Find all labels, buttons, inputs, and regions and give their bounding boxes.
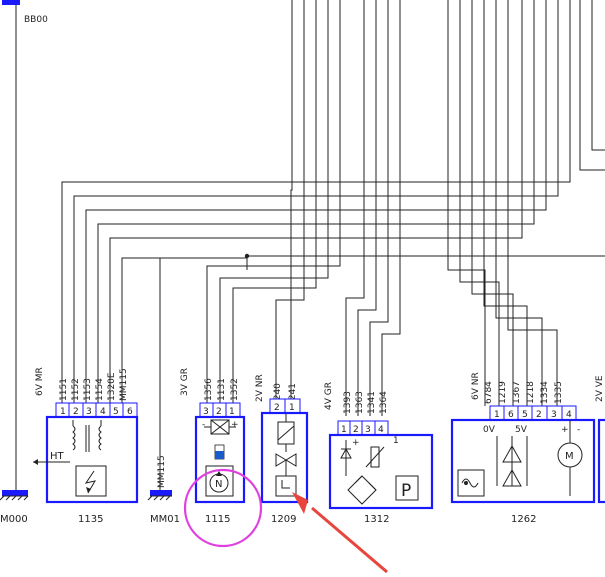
pin-1115-plus: + <box>231 420 239 430</box>
ground-mm01-label: MM01 <box>150 514 180 525</box>
pin-1209-2: 2 <box>274 403 280 413</box>
sensor-n-symbol: N <box>215 479 222 490</box>
pin-1135-4: 4 <box>100 407 106 417</box>
component-1312-box <box>328 433 434 510</box>
wire-1335-label: 1335 <box>554 381 564 404</box>
pin-1262-5: 5 <box>522 410 528 420</box>
connector-1209-label: 2V NR <box>255 374 265 402</box>
component-1115-box <box>194 415 246 504</box>
component-1135-box <box>45 415 139 504</box>
pin-1135-2: 2 <box>73 407 79 417</box>
wire-harness <box>61 0 605 490</box>
pin-1262-2: 2 <box>536 410 542 420</box>
connector-1135-label: 6V MR <box>35 367 45 396</box>
wire-6784-label: 6784 <box>484 381 494 404</box>
pin-1135-5: 5 <box>113 407 119 417</box>
wire-1352-label: 1352 <box>230 378 240 401</box>
pin-1115-1: 1 <box>229 407 235 417</box>
pin-1262-4: 4 <box>566 410 572 420</box>
pin-1262-3: 3 <box>551 410 557 420</box>
connector-2v-ve-label: 2V VE <box>595 375 605 402</box>
wire-1367-label: 1367 <box>512 381 522 404</box>
wire-1153-label: 1153 <box>83 378 93 401</box>
wire-1356-label: 1356 <box>204 378 214 401</box>
pin-1312-plus: + <box>352 438 360 448</box>
wire-1320e-label: 1320E <box>107 372 117 401</box>
pin-1312-2: 2 <box>353 425 359 435</box>
inner-label-minus: - <box>577 425 580 435</box>
ground-m000-label: M000 <box>0 514 28 525</box>
pin-1312-one: 1 <box>393 436 399 446</box>
component-1209: 2V NR 1240 1241 2 1 1209 <box>255 374 309 525</box>
pin-1115-2: 2 <box>216 407 222 417</box>
wire-1154-label: 1154 <box>95 378 105 401</box>
wire-1341-label: 1341 <box>367 391 377 414</box>
inner-label-p: P <box>401 481 411 501</box>
inner-label-plus: + <box>561 425 569 435</box>
component-partial-right: 2V VE <box>595 375 605 504</box>
pin-strip-1262 <box>489 405 577 421</box>
component-1312: 4V GR 1393 1363 1341 1364 1 2 3 4 + 1 P … <box>324 382 434 525</box>
connector-1115-label: 3V GR <box>180 368 190 396</box>
arrow-annotation <box>292 492 388 574</box>
connector-1312-label: 4V GR <box>324 382 334 410</box>
pin-1135-3: 3 <box>86 407 92 417</box>
pin-1312-3: 3 <box>365 425 371 435</box>
pin-1209-1: 1 <box>289 403 295 413</box>
wire-1219-label: 1219 <box>498 381 508 404</box>
inner-label-ht: HT <box>50 451 65 462</box>
component-1262: 6V NR 6784 1219 1367 1218 1334 1335 1 6 … <box>450 372 596 525</box>
ground-mm115-vlabel: MM115 <box>157 455 167 488</box>
wire-1218-label: 1218 <box>526 381 536 404</box>
connector-bb00-label: BB00 <box>24 15 48 25</box>
wire-1151-label: 1151 <box>59 378 69 401</box>
wire-1240-label: 1240 <box>273 383 283 406</box>
ground-m000 <box>0 490 29 501</box>
connector-1262-label: 6V NR <box>471 372 481 400</box>
pin-1115-minus: - <box>202 420 205 430</box>
highlight-circle <box>183 468 263 548</box>
pin-1262-6: 6 <box>508 410 514 420</box>
wire-1241-label: 1241 <box>288 383 298 406</box>
component-1115: 3V GR 1356 1131 1352 3 2 1 - + N 1115 <box>180 368 246 525</box>
component-1135: 6V MR 1151 1152 1153 1154 1320E MM115 1 … <box>33 367 139 525</box>
pin-1312-4: 4 <box>378 425 384 435</box>
pin-1135-6: 6 <box>127 407 133 417</box>
pin-1115-3: 3 <box>203 407 209 417</box>
motor-m-symbol: M <box>565 451 574 462</box>
component-1209-box <box>260 411 309 504</box>
component-1115-id: 1115 <box>205 514 230 525</box>
wire-1363-label: 1363 <box>355 391 365 414</box>
component-1209-id: 1209 <box>271 514 296 525</box>
pin-1262-1: 1 <box>494 410 500 420</box>
inner-label-0v: 0V <box>483 425 496 435</box>
inner-label-5v: 5V <box>515 425 528 435</box>
component-1312-id: 1312 <box>364 514 389 525</box>
wire-1131-label: 1131 <box>217 378 227 401</box>
wire-1393-label: 1393 <box>343 391 353 414</box>
component-1262-id: 1262 <box>511 514 536 525</box>
ground-mm01 <box>147 490 172 501</box>
wire-1364-label: 1364 <box>379 391 389 414</box>
pin-1312-1: 1 <box>341 425 347 435</box>
connector-bb00-bar <box>2 0 20 5</box>
wire-1152-label: 1152 <box>71 378 81 401</box>
component-1135-id: 1135 <box>78 514 103 525</box>
wire-1334-label: 1334 <box>540 381 550 404</box>
pin-1135-1: 1 <box>60 407 66 417</box>
wire-mm115-label: MM115 <box>119 368 129 401</box>
